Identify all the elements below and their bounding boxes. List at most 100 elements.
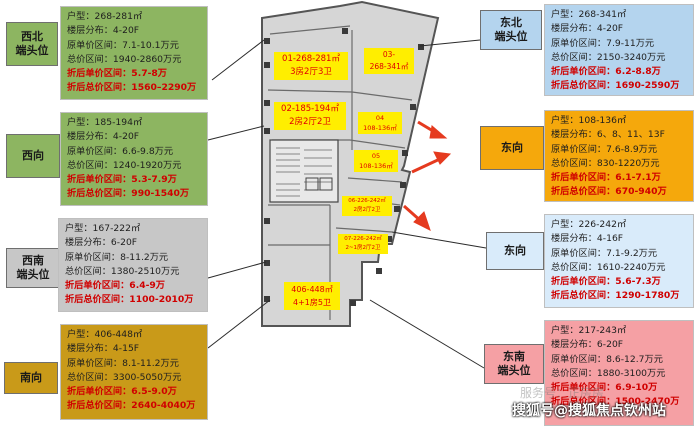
card-east-2: 户型：226-242㎡ 楼层分布：4-16F 原单价区间：7.1-9.2万元 总… (544, 214, 694, 308)
tag-northeast-line1: 东北 (500, 16, 522, 29)
tag-east-2-line1: 东向 (504, 244, 526, 257)
tag-east-1: 东向 (480, 126, 544, 170)
tag-west: 西向 (6, 134, 60, 178)
card-se-total-price: 总价区间：1880-3100万元 (551, 367, 666, 379)
unit-06-layout: 2房2厅2卫 (353, 207, 381, 213)
unit-02-layout: 2房2厅2卫 (289, 117, 331, 127)
card-w-unit-price: 原单价区间：6.6-9.8万元 (67, 145, 174, 157)
card-southwest: 户型：167-222㎡ 楼层分布：6-20F 原单价区间：8-11.2万元 总价… (58, 218, 208, 312)
unit-04-size: 108-136㎡ (363, 124, 397, 132)
unit-03-prefix: 03- (382, 50, 396, 59)
card-e2-discount-unit: 折后单价区间：5.6-7.3万 (551, 276, 661, 288)
unit-01-label: 01-268-281㎡ 3房2厅3卫 (274, 52, 348, 80)
card-sw-type: 户型：167-222㎡ (65, 223, 141, 234)
card-nw-unit-price: 原单价区间：7.1-10.1万元 (67, 39, 179, 51)
card-southeast: 户型：217-243㎡ 楼层分布：6-20F 原单价区间：8.6-12.7万元 … (544, 320, 694, 426)
card-ne-total-price: 总价区间：2150-3240万元 (551, 51, 666, 63)
card-se-type: 户型：217-243㎡ (551, 325, 627, 336)
card-w-total-price: 总价区间：1240-1920万元 (67, 159, 182, 171)
unit-04-number: 04 (375, 114, 385, 122)
tag-southwest: 西南 端头位 (6, 248, 60, 288)
card-northwest: 户型：268-281㎡ 楼层分布：4-20F 原单价区间：7.1-10.1万元 … (60, 6, 208, 100)
card-w-floors: 楼层分布：4-20F (67, 131, 140, 143)
tag-northwest-line1: 西北 (21, 30, 43, 43)
unit-05-size: 108-136㎡ (359, 162, 393, 170)
tag-northwest: 西北 端头位 (6, 22, 58, 66)
unit-03-label: 03- 268-341㎡ (364, 48, 414, 74)
facade-markers (264, 28, 424, 306)
card-se-discount-total: 折后总价区间：1500-2470万 (551, 396, 680, 408)
card-s-unit-price: 原单价区间：8.1-11.2万元 (67, 357, 179, 369)
card-w-type: 户型：185-194㎡ (67, 117, 143, 128)
card-se-discount-unit: 折后单价区间：6.9-10万 (551, 382, 658, 394)
unit-03-size: 268-341㎡ (369, 62, 409, 71)
card-e1-discount-unit: 折后单价区间：6.1-7.1万 (551, 172, 661, 184)
unit-06-size: 06-226-242㎡ (348, 198, 386, 204)
leader-lines (207, 39, 487, 369)
card-s-floors: 楼层分布：4-15F (67, 343, 140, 355)
card-ne-unit-price: 原单价区间：7.9-11万元 (551, 37, 655, 49)
unit-05-number: 05 (371, 152, 381, 160)
card-sw-floors: 楼层分布：6-20F (65, 237, 138, 249)
card-s-type: 户型：406-448㎡ (67, 329, 143, 340)
card-e2-unit-price: 原单价区间：7.1-9.2万元 (551, 247, 658, 259)
core-stairs (269, 139, 339, 203)
card-e2-discount-total: 折后总价区间：1290-1780万 (551, 290, 680, 302)
tag-southwest-line2: 端头位 (16, 268, 50, 281)
card-e1-total-price: 总价区间：830-1220万元 (551, 157, 660, 169)
tag-northeast-line2: 端头位 (494, 30, 528, 43)
card-sw-total-price: 总价区间：1380-2510万元 (65, 265, 180, 277)
card-northeast: 户型：268-341㎡ 楼层分布：4-20F 原单价区间：7.9-11万元 总价… (544, 4, 694, 96)
tag-east-2: 东向 (486, 232, 544, 270)
card-e2-type: 户型：226-242㎡ (551, 219, 627, 230)
card-e1-floors: 楼层分布：6、8、11、13F (551, 129, 665, 141)
card-e2-total-price: 总价区间：1610-2240万元 (551, 261, 666, 273)
unit-05-label: 05 108-136㎡ (354, 150, 398, 172)
tag-west-line1: 西向 (22, 149, 44, 162)
card-s-total-price: 总价区间：3300-5050万元 (67, 371, 182, 383)
card-w-discount-total: 折后总价区间：990-1540万 (67, 188, 190, 200)
unit-01-size: 01-268-281㎡ (282, 54, 340, 64)
tag-south: 南向 (4, 362, 58, 394)
unit-01-layout: 3房2厅3卫 (290, 67, 332, 77)
tag-southeast: 东南 端头位 (484, 344, 544, 384)
card-sw-unit-price: 原单价区间：8-11.2万元 (65, 251, 169, 263)
card-east-1: 户型：108-136㎡ 楼层分布：6、8、11、13F 原单价区间：7.6-8.… (544, 110, 694, 202)
watermark-faint: 服务号：正房房 (520, 386, 605, 400)
card-w-discount-unit: 折后单价区间：5.3-7.9万 (67, 174, 177, 186)
card-se-floors: 楼层分布：6-20F (551, 339, 624, 351)
watermark-main: 搜狐号@搜狐焦点钦州站 (512, 403, 666, 419)
card-nw-discount-total: 折后总价区间：1560–2290万 (67, 82, 197, 94)
tag-southwest-line1: 西南 (22, 254, 44, 267)
card-nw-discount-unit: 折后单价区间：5.7-8万 (67, 68, 167, 80)
card-s-discount-total: 折后总价区间：2640-4040万 (67, 400, 196, 412)
card-sw-discount-unit: 折后单价区间：6.4-9万 (65, 280, 165, 292)
unit-08-layout: 4+1房5卫 (293, 298, 331, 307)
card-e1-unit-price: 原单价区间：7.6-8.9万元 (551, 143, 658, 155)
elevator-box-1 (305, 177, 319, 191)
east-arrows (403, 120, 452, 231)
card-west: 户型：185-194㎡ 楼层分布：4-20F 原单价区间：6.6-9.8万元 总… (60, 112, 208, 206)
tag-northwest-line2: 端头位 (15, 44, 49, 57)
card-ne-type: 户型：268-341㎡ (551, 9, 627, 20)
tag-northeast: 东北 端头位 (480, 10, 542, 50)
card-s-discount-unit: 折后单价区间：6.5-9.0万 (67, 386, 177, 398)
unit-07-size: 07-226-242㎡ (344, 236, 382, 242)
unit-02-label: 02-185-194㎡ 2房2厅2卫 (274, 102, 346, 130)
card-se-unit-price: 原单价区间：8.6-12.7万元 (551, 353, 663, 365)
card-south: 户型：406-448㎡ 楼层分布：4-15F 原单价区间：8.1-11.2万元 … (60, 324, 208, 420)
card-e1-discount-total: 折后总价区间：670-940万 (551, 186, 667, 198)
tag-south-line1: 南向 (20, 371, 42, 384)
card-nw-total-price: 总价区间：1940-2860万元 (67, 53, 182, 65)
unit-02-size: 02-185-194㎡ (281, 104, 339, 114)
tag-east-1-line1: 东向 (501, 141, 523, 154)
card-nw-floors: 楼层分布：4-20F (67, 25, 140, 37)
unit-06-label: 06-226-242㎡ 2房2厅2卫 (342, 196, 392, 216)
elevator-box-2 (319, 177, 333, 191)
card-ne-discount-unit: 折后单价区间：6.2-8.8万 (551, 66, 661, 78)
card-ne-floors: 楼层分布：4-20F (551, 23, 624, 35)
tag-southeast-line2: 端头位 (497, 364, 531, 377)
unit-04-label: 04 108-136㎡ (358, 112, 402, 134)
card-ne-discount-total: 折后总价区间：1690-2590万 (551, 80, 680, 92)
